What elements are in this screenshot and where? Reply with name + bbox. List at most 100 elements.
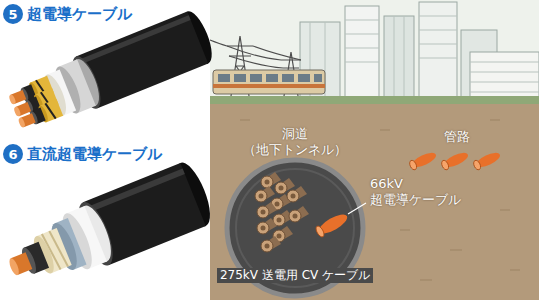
cv-cable-end — [275, 182, 287, 194]
city-scene-part-part — [314, 74, 322, 82]
cv-cable — [257, 202, 277, 218]
superconducting-cable-part-part — [13, 106, 21, 117]
city-scene-part-part — [470, 92, 539, 93]
cv-cable — [255, 186, 275, 202]
cv-cable-core — [265, 180, 270, 185]
cv-cable-end — [257, 222, 269, 234]
cable-label: 275kV 送電用 CV ケーブル — [217, 268, 373, 283]
underground-part-part — [490, 120, 500, 121]
cv-cable-core — [293, 214, 298, 219]
city-scene-part-part — [419, 30, 457, 31]
city-scene-part — [345, 6, 379, 100]
city-scene-part-part — [210, 40, 301, 68]
underground-part-part — [380, 130, 390, 131]
text-holder: 洞道 （地下トンネル） — [205, 126, 385, 159]
city-scene-part-part — [250, 74, 262, 82]
cv-cable — [261, 236, 281, 252]
cv-cable-end — [261, 176, 273, 188]
duct-cables-part — [408, 150, 438, 171]
underground-part-part — [400, 230, 410, 231]
city-scene-part-part — [419, 16, 457, 17]
duct-cables — [408, 150, 502, 171]
city-scene-part-part — [234, 74, 246, 82]
cable-title: 直流超電導ケーブル — [27, 145, 162, 164]
cv-cable — [257, 218, 277, 234]
cv-cable-core — [261, 210, 266, 215]
underground — [210, 96, 539, 300]
city-scene-part-part — [213, 70, 325, 94]
city-scene-part-part — [345, 34, 379, 35]
orange-cable-end — [314, 225, 325, 238]
city-scene — [210, 0, 539, 100]
cv-cable-body — [257, 202, 277, 218]
cv-cable-core — [291, 194, 296, 199]
label-holder: 直流超電導ケーブル — [27, 144, 162, 164]
label-holder: 超電導ケーブル — [27, 4, 132, 24]
cv-cable — [287, 186, 307, 202]
cv-cable-core — [279, 186, 284, 191]
cable-label: 66kV 超電導ケーブル — [370, 176, 470, 209]
cv-cable-body — [287, 186, 307, 202]
city-scene-part-part — [419, 44, 457, 45]
city-scene-part — [419, 2, 457, 100]
underground-part — [210, 96, 539, 104]
city-scene-part — [384, 16, 414, 100]
callout-number: 6 — [3, 144, 23, 164]
cv-cable-end — [287, 190, 299, 202]
cv-cable-core — [275, 202, 280, 207]
label-holder: 管路 — [444, 126, 470, 145]
city-scene-part-part — [298, 74, 310, 82]
number-circle-fill — [3, 4, 23, 24]
city-scene-part-part — [404, 16, 405, 100]
cv-cable-core — [277, 234, 282, 239]
duct-label: 管路 — [444, 129, 470, 145]
city-scene-part-part — [345, 62, 379, 63]
city-scene-part-part — [345, 48, 379, 49]
cv-cable-end — [255, 190, 267, 202]
superconducting-cable — [4, 8, 217, 138]
city-scene-part-part — [470, 62, 539, 63]
cv-cable-end — [261, 240, 273, 252]
cable-title: 超電導ケーブル — [27, 5, 132, 24]
cv-cable-core — [261, 226, 266, 231]
cv-cable — [289, 206, 309, 222]
superconducting-cable-part — [16, 99, 63, 132]
city-scene-part-part — [282, 74, 294, 82]
duct-cables-part-part — [408, 159, 418, 171]
underground-part — [210, 104, 539, 300]
city-scene-part — [470, 52, 539, 100]
city-scene-part — [210, 0, 539, 100]
cv-cable-core — [265, 244, 270, 249]
city-scene-part — [310, 16, 539, 100]
cv-cable-core — [259, 194, 264, 199]
city-scene-part-part — [218, 74, 230, 82]
cv-cable-end — [289, 210, 301, 222]
underground-part-part — [450, 250, 462, 251]
cv-cable-body — [261, 236, 281, 252]
superconducting-cable-in-tunnel — [314, 211, 349, 238]
cv-cable-body — [289, 206, 309, 222]
dc-superconducting-cable-part — [8, 257, 21, 276]
callout-number: 5 — [8, 8, 17, 21]
city-scene-part-part — [470, 82, 539, 83]
cv-cable-end — [257, 206, 269, 218]
city-scene-part-part — [213, 84, 325, 88]
leader-line — [348, 203, 366, 214]
duct-cables-part — [440, 150, 470, 171]
city-scene-part — [213, 70, 325, 94]
dc-superconducting-cable — [0, 158, 217, 299]
underground-part-part — [240, 120, 250, 121]
cv-cable-core — [277, 218, 282, 223]
superconducting-cable-part-part — [8, 94, 16, 105]
city-scene-part-part — [345, 20, 379, 21]
callout-number: 6 — [8, 148, 17, 161]
city-scene-part-part — [419, 58, 457, 59]
number-circle-fill — [3, 144, 23, 164]
tunnel-circle: 洞道 （地下トンネル） 275kV 送電用 CV ケーブル — [205, 124, 385, 300]
underground-part-part — [510, 270, 520, 271]
underground-part-part — [420, 280, 432, 281]
cv-cable-body — [257, 218, 277, 234]
duct-cables-part-part — [472, 159, 482, 171]
tunnel-heading: 洞道 （地下トンネル） — [236, 126, 354, 159]
